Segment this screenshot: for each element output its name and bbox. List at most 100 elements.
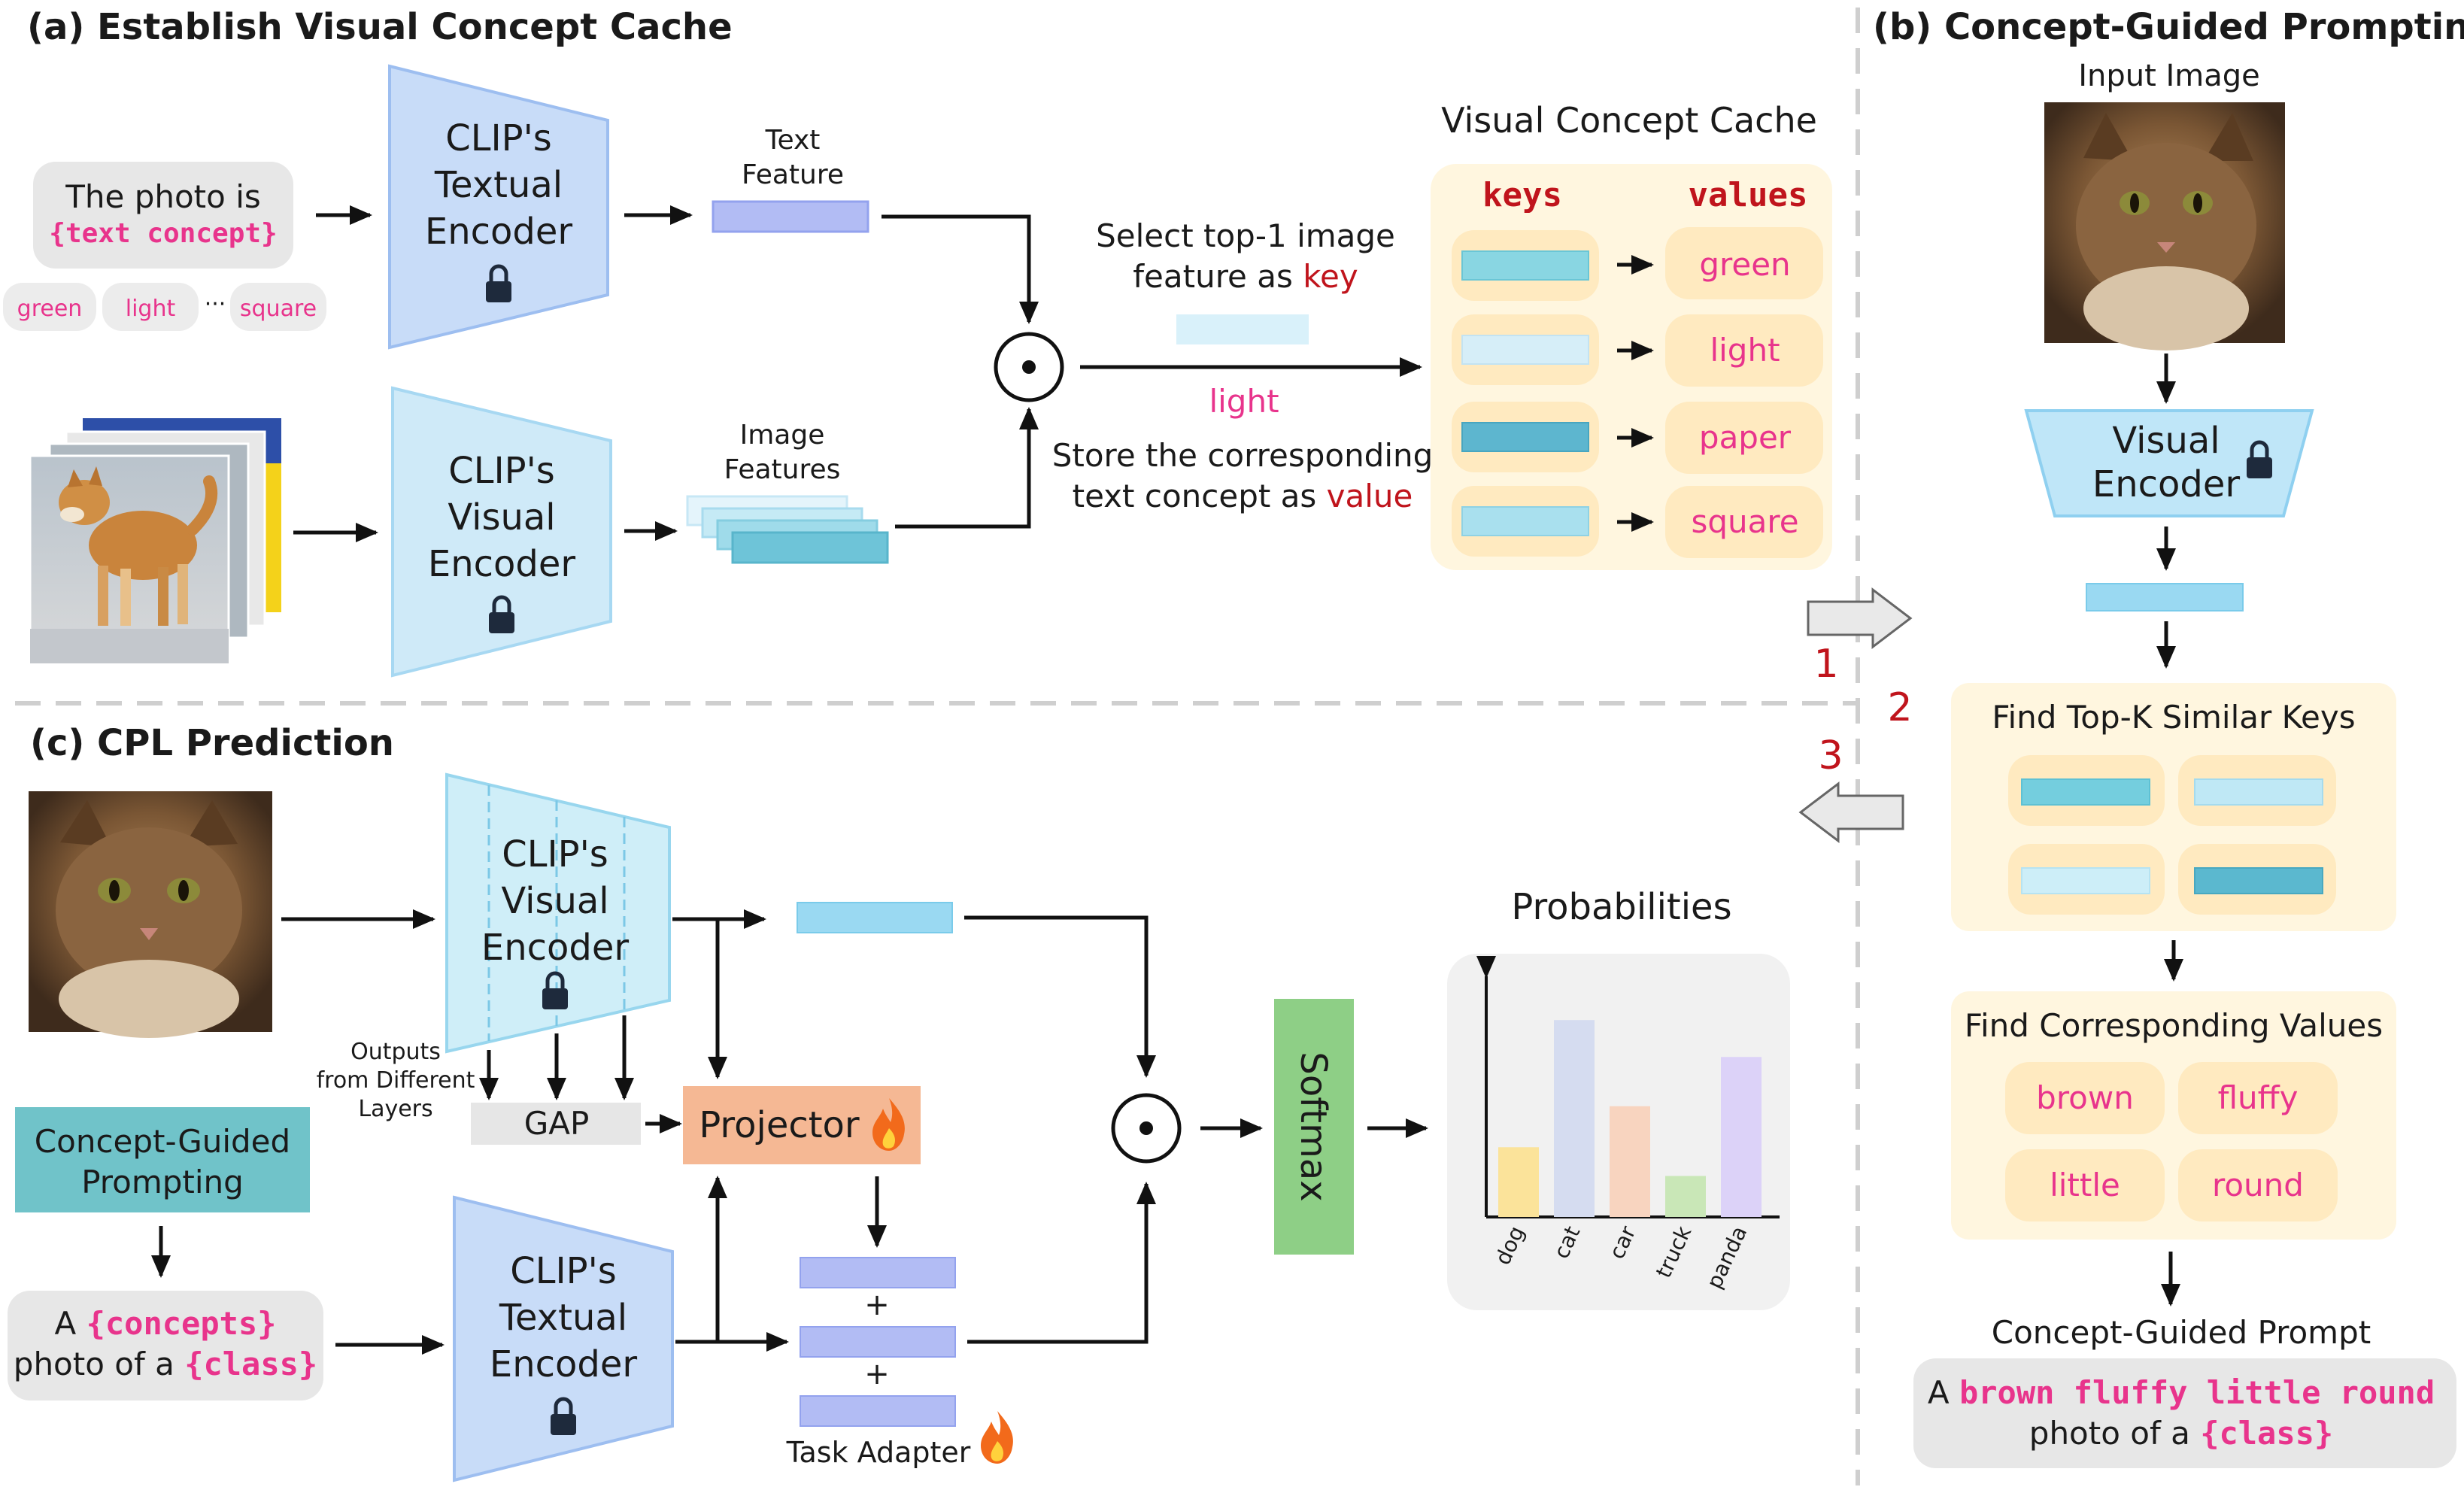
concept-chip-label: light xyxy=(126,296,176,322)
concept-guided-prompting-box xyxy=(15,1107,310,1212)
cache-row xyxy=(1452,486,1823,558)
bar-cat xyxy=(1554,1020,1595,1217)
value-chip-label: fluffy xyxy=(2218,1079,2299,1116)
image-embedding-bar xyxy=(797,902,953,933)
cgp-label: Concept-Guided xyxy=(35,1123,290,1160)
panel-c-title: (c) CPL Prediction xyxy=(30,722,394,764)
bar-truck xyxy=(1665,1176,1706,1217)
visual-encoder-b xyxy=(2024,409,2314,517)
fire-icon xyxy=(981,1411,1013,1464)
softmax-label: Softmax xyxy=(1292,1051,1334,1201)
store-value-text: Store the corresponding xyxy=(1052,437,1434,474)
task-adapter-label: Task Adapter xyxy=(786,1436,971,1469)
cache-value: light xyxy=(1710,332,1780,369)
dot-icon xyxy=(1022,360,1036,374)
value-chip xyxy=(2005,1062,2165,1134)
encoder-label: Encoder xyxy=(481,927,630,969)
key-bar xyxy=(2021,778,2150,806)
clip-textual-encoder-a xyxy=(388,64,609,350)
find-values-label: Find Corresponding Values xyxy=(1965,1007,2383,1044)
clip-visual-encoder-a xyxy=(391,386,612,678)
encoder-label: Encoder xyxy=(490,1343,638,1385)
softmax-box xyxy=(1274,999,1354,1255)
select-key-text: Select top-1 image xyxy=(1096,217,1395,254)
arrow xyxy=(895,407,1039,529)
image-features-label: Features xyxy=(724,454,841,485)
concept-guided-prompt-box xyxy=(1913,1358,2456,1468)
encoder-label: CLIP's xyxy=(502,833,608,875)
encoder-label: Visual xyxy=(448,496,555,539)
chart-title: Probabilities xyxy=(1511,886,1731,928)
concept-chip-green xyxy=(3,283,96,331)
encoder-label: Visual xyxy=(2112,420,2220,462)
fire-icon xyxy=(872,1098,905,1151)
step-number: 1 xyxy=(1813,642,1838,687)
plus-sign: + xyxy=(864,1357,890,1391)
cache-row xyxy=(1452,314,1823,387)
lock-icon xyxy=(542,971,568,1009)
text-feature-bar xyxy=(712,200,869,233)
store-value-text: text concept as value xyxy=(1073,478,1413,514)
panel-a-title: (a) Establish Visual Concept Cache xyxy=(27,6,733,48)
cache-value: square xyxy=(1691,503,1798,540)
text-feature-label: Feature xyxy=(742,159,844,190)
cache-row xyxy=(1452,402,1823,474)
bar-car xyxy=(1610,1106,1650,1217)
outputs-label: from Different xyxy=(317,1067,475,1094)
concept-guided-prompt-label: Concept-Guided Prompt xyxy=(1992,1314,2371,1351)
step-number: 2 xyxy=(1887,685,1912,730)
cat-image xyxy=(2044,102,2285,350)
adapter-bar xyxy=(800,1257,956,1288)
cache-value: green xyxy=(1699,246,1790,283)
gap-label: GAP xyxy=(524,1105,590,1142)
value-chip-label: little xyxy=(2050,1167,2120,1203)
value-chip xyxy=(2178,1062,2338,1134)
task-adapter-bar xyxy=(800,1395,956,1427)
encoder-label: CLIP's xyxy=(448,450,555,492)
lock-icon xyxy=(551,1397,576,1435)
concept-chip-light xyxy=(102,283,199,331)
selected-key-bar xyxy=(1176,314,1309,344)
input-image-label: Input Image xyxy=(2078,59,2260,93)
arrow xyxy=(967,1182,1156,1344)
dot-icon xyxy=(1139,1121,1153,1135)
panel-b-title: (b) Concept-Guided Prompting xyxy=(1873,6,2464,48)
gap-box xyxy=(471,1103,641,1145)
lock-icon xyxy=(486,264,511,302)
clip-visual-encoder-c xyxy=(445,772,671,1054)
cache-row xyxy=(1452,227,1823,301)
query-feature-bar xyxy=(2086,583,2244,611)
cache-values-header: values xyxy=(1689,176,1808,214)
key-bar xyxy=(2194,867,2323,894)
text-feature-label: Text xyxy=(765,125,821,156)
cache-value: paper xyxy=(1699,419,1792,456)
projector-label: Projector xyxy=(699,1104,860,1146)
prompt-line: A brown fluffy little round xyxy=(1928,1374,2435,1411)
concept-chip-square xyxy=(230,283,326,331)
step-number: 3 xyxy=(1818,733,1843,778)
key-bar xyxy=(2194,778,2323,806)
arrow xyxy=(882,214,1039,324)
dog-image xyxy=(30,466,229,663)
bar-dog xyxy=(1498,1147,1539,1217)
value-chip-label: round xyxy=(2212,1167,2304,1203)
selected-concept: light xyxy=(1209,383,1279,420)
lock-icon xyxy=(489,595,514,633)
lock-icon xyxy=(2247,440,2272,478)
step-arrow-right xyxy=(1807,587,1913,650)
prompt-line1: The photo is xyxy=(65,178,261,215)
plus-sign: + xyxy=(864,1288,890,1322)
image-feature-bar xyxy=(731,531,889,564)
key-bar xyxy=(2021,867,2150,894)
concept-chip-label: green xyxy=(17,296,83,322)
chip-ellipsis: ··· xyxy=(205,291,226,317)
cache-title: Visual Concept Cache xyxy=(1441,100,1817,141)
cache-keys-header: keys xyxy=(1482,176,1562,214)
encoder-label: Visual xyxy=(501,880,608,922)
step-arrow-left xyxy=(1798,781,1904,844)
prompt-template-line: A {concepts} xyxy=(55,1305,277,1342)
cat-image-c xyxy=(29,791,272,1038)
encoder-label: Encoder xyxy=(425,211,573,253)
encoder-label: CLIP's xyxy=(445,117,552,159)
encoder-label: Encoder xyxy=(428,543,576,585)
